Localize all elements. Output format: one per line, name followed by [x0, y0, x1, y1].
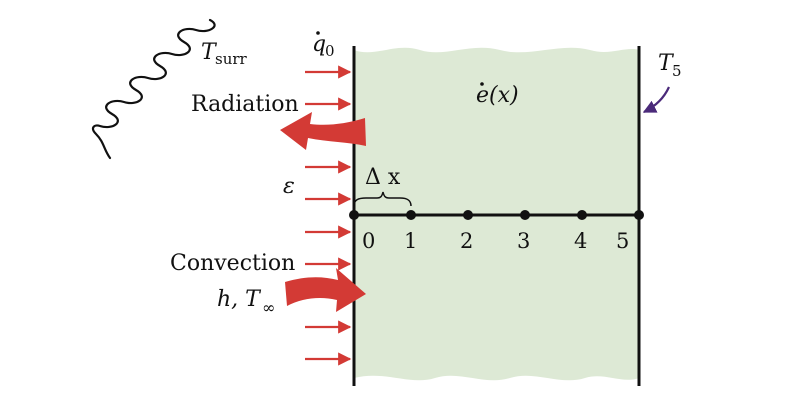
node-label-3: 3	[517, 229, 530, 253]
node-0	[349, 210, 359, 220]
h-t-inf-label: h, T	[217, 287, 262, 312]
radiation-label: Radiation	[191, 92, 299, 117]
node-4	[577, 210, 587, 220]
t5-pointer-arrow	[642, 86, 671, 113]
node-label-2: 2	[460, 229, 473, 253]
node-label-1: 1	[404, 229, 417, 253]
nodes	[349, 210, 644, 220]
delta-x-brace	[353, 191, 412, 207]
t-inf-subscript: ∞	[262, 298, 275, 317]
t5-label: T	[658, 51, 675, 76]
delta-x-label: Δ x	[365, 165, 401, 190]
q0-label: q	[312, 32, 326, 57]
convection-label: Convection	[170, 251, 295, 276]
radiation-arrow	[280, 112, 366, 150]
node-5	[634, 210, 644, 220]
emissivity-label: ε	[283, 174, 295, 199]
node-label-0: 0	[362, 229, 375, 253]
heat-flux-arrows	[305, 65, 352, 366]
node-2	[463, 210, 473, 220]
t-surr-subscript: surr	[215, 50, 248, 68]
t-surr-label: T	[201, 40, 218, 65]
e-gen-dot	[480, 82, 484, 86]
surroundings-wavy-line	[91, 18, 216, 160]
q0-dot	[316, 31, 320, 35]
node-label-5: 5	[616, 229, 629, 253]
convection-arrow	[285, 268, 366, 312]
node-1	[406, 210, 416, 220]
node-3	[520, 210, 530, 220]
t5-subscript: 5	[672, 62, 682, 80]
q0-subscript: 0	[325, 42, 335, 60]
node-label-4: 4	[574, 229, 587, 253]
node-labels: 0 1 2 3 4 5	[362, 229, 629, 253]
heat-generation-label: e(x)	[476, 83, 519, 108]
